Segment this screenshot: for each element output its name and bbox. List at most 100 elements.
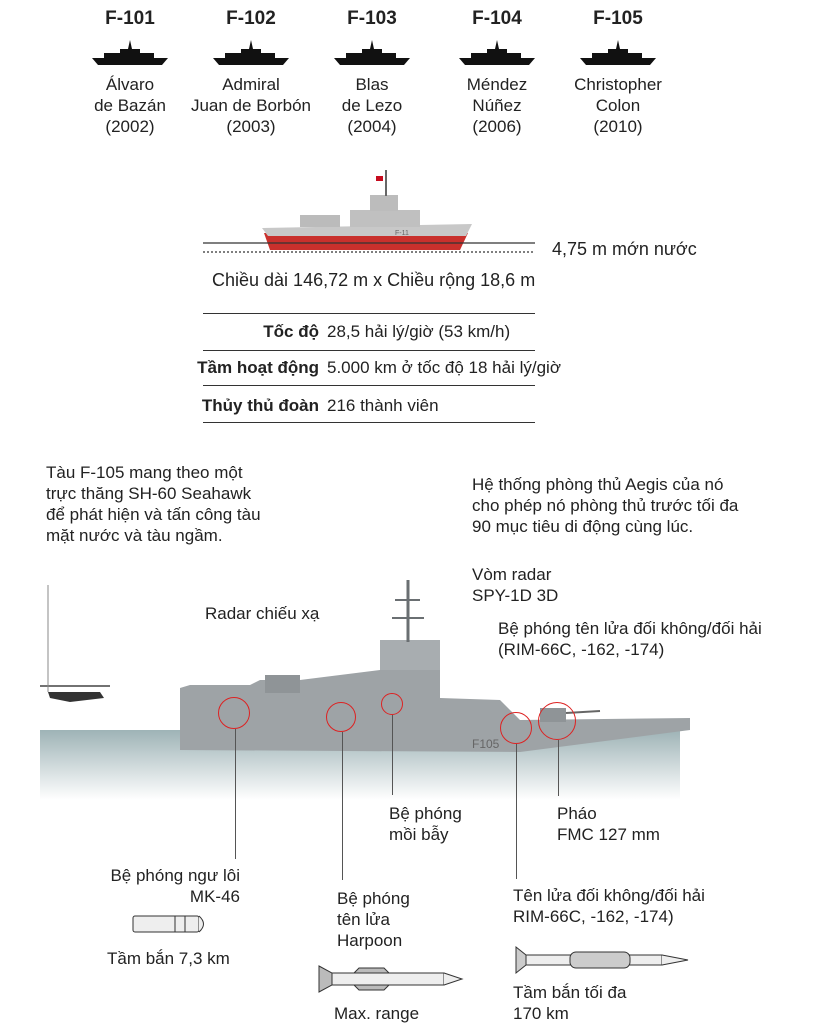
- ship-name: Admiral: [222, 75, 280, 94]
- text-line: Harpoon: [337, 931, 403, 950]
- text-line: mặt nước và tàu ngầm.: [46, 526, 223, 545]
- aegis-callout: Hệ thống phòng thủ Aegis của nó cho phép …: [472, 474, 738, 537]
- divider: [203, 385, 535, 386]
- ship-code: F-101: [105, 8, 155, 29]
- ship-code: F-104: [472, 8, 522, 29]
- ship-name: Núñez: [472, 96, 522, 115]
- ship-year: (2003): [226, 117, 276, 136]
- gun-marker: [538, 702, 576, 740]
- ship-code: F-103: [347, 8, 397, 29]
- leader-line: [392, 715, 393, 795]
- spec-label: Thủy thủ đoàn: [201, 396, 319, 415]
- ship-name: de Bazán: [94, 96, 166, 115]
- spec-value: 5.000 km ở tốc độ 18 hải lý/giờ: [327, 358, 561, 377]
- ship-year: (2002): [105, 117, 155, 136]
- text-line: SPY-1D 3D: [472, 586, 559, 605]
- helicopter-icon: [40, 685, 110, 702]
- hull-code: F-11: [395, 230, 409, 237]
- spec-value: 28,5 hải lý/giờ (53 km/h): [327, 322, 511, 341]
- decoy-callout: Bệ phóng mồi bẫy: [389, 803, 462, 845]
- ship-f103: F-103 Blas de Lezo (2004): [307, 8, 437, 137]
- ship-silhouette-icon: [213, 40, 289, 65]
- text-line: Bệ phóng: [389, 804, 462, 823]
- spec-row-range: Tầm hoạt động 5.000 km ở tốc độ 18 hải lý…: [180, 358, 600, 378]
- text-line: RIM-66C, -162, -174): [513, 907, 674, 926]
- ship-silhouette-icon: [580, 40, 656, 65]
- text-line: để phát hiện và tấn công tàu: [46, 505, 261, 524]
- ship-year: (2006): [472, 117, 522, 136]
- text-line: Tàu F-105 mang theo một: [46, 463, 243, 482]
- text-line: tên lửa: [337, 910, 390, 929]
- text-line: cho phép nó phòng thủ trước tối đa: [472, 496, 739, 515]
- text-line: 170 km: [513, 1004, 569, 1023]
- radar-marker: [218, 697, 250, 729]
- text-line: Hệ thống phòng thủ Aegis của nó: [472, 475, 724, 494]
- ship-f101: F-101 Álvaro de Bazán (2002): [65, 8, 195, 137]
- text-line: Bệ phóng ngư lôi: [110, 866, 240, 885]
- missile-range: Tầm bắn tối đa 170 km: [513, 982, 626, 1024]
- divider: [203, 350, 535, 351]
- ship-name: Álvaro: [105, 75, 155, 94]
- spec-row-speed: Tốc độ 28,5 hải lý/giờ (53 km/h): [180, 322, 600, 342]
- text-line: Vòm radar: [472, 565, 552, 584]
- draft-label: 4,75 m mớn nước: [552, 239, 697, 259]
- harpoon-range: Max. range: [334, 1004, 420, 1023]
- ship-name: de Lezo: [341, 96, 403, 115]
- ship-name: Blas: [355, 75, 389, 94]
- ship-name: Christopher: [574, 75, 662, 94]
- decoy-marker: [381, 693, 403, 715]
- launcher-marker: [500, 712, 532, 744]
- torpedo-icon: [132, 915, 204, 933]
- radar-beam-callout: Radar chiếu xạ: [205, 604, 320, 623]
- ship-year: (2010): [593, 117, 643, 136]
- ship-profile-illustration: F-11: [203, 170, 535, 253]
- ship-name: Colon: [595, 96, 641, 115]
- main-ship-illustration: F105: [40, 580, 690, 800]
- leader-line: [342, 732, 343, 880]
- spec-label: Tốc độ: [263, 322, 319, 341]
- text-line: Pháo: [557, 804, 597, 823]
- text-line: mồi bẫy: [389, 825, 449, 844]
- launcher-callout: Bệ phóng tên lửa đối không/đối hải (RIM-6…: [498, 618, 762, 660]
- ship-name: Juan de Borbón: [190, 96, 312, 115]
- hull-number: F105: [472, 737, 500, 751]
- spec-label: Tầm hoạt động: [197, 358, 319, 377]
- text-line: 90 mục tiêu di động cùng lúc.: [472, 517, 694, 536]
- harpoon-missile-icon: [318, 965, 464, 993]
- ship-silhouette-icon: [459, 40, 535, 65]
- torpedo-range: Tầm bắn 7,3 km: [107, 949, 230, 968]
- spec-value: 216 thành viên: [327, 396, 439, 415]
- sm-missile-icon: [515, 945, 689, 975]
- divider: [203, 422, 535, 423]
- helicopter-callout: Tàu F-105 mang theo một trực thăng SH-60 …: [46, 462, 261, 546]
- text-line: Bệ phóng: [337, 889, 410, 908]
- dimensions-label: Chiều dài 146,72 m x Chiều rộng 18,6 m: [212, 270, 536, 290]
- ship-silhouette-icon: [334, 40, 410, 65]
- text-line: Tên lửa đối không/đối hải: [513, 886, 705, 905]
- ship-name: Méndez: [466, 75, 528, 94]
- ship-code: F-102: [226, 8, 276, 29]
- text-line: FMC 127 mm: [557, 825, 660, 844]
- spec-row-crew: Thủy thủ đoàn 216 thành viên: [180, 396, 600, 416]
- text-line: Tầm bắn tối đa: [513, 983, 627, 1002]
- harpoon-marker: [326, 702, 356, 732]
- leader-line: [516, 744, 517, 879]
- text-line: trực thăng SH-60 Seahawk: [46, 484, 252, 503]
- text-line: (RIM-66C, -162, -174): [498, 640, 665, 659]
- leader-line: [558, 740, 559, 796]
- ship-year: (2004): [347, 117, 397, 136]
- divider: [203, 313, 535, 314]
- text-line: Bệ phóng tên lửa đối không/đối hải: [498, 619, 762, 638]
- ship-code: F-105: [593, 8, 643, 29]
- leader-line: [235, 729, 236, 859]
- text-line: MK-46: [189, 887, 240, 906]
- ship-silhouette-icon: [92, 40, 168, 65]
